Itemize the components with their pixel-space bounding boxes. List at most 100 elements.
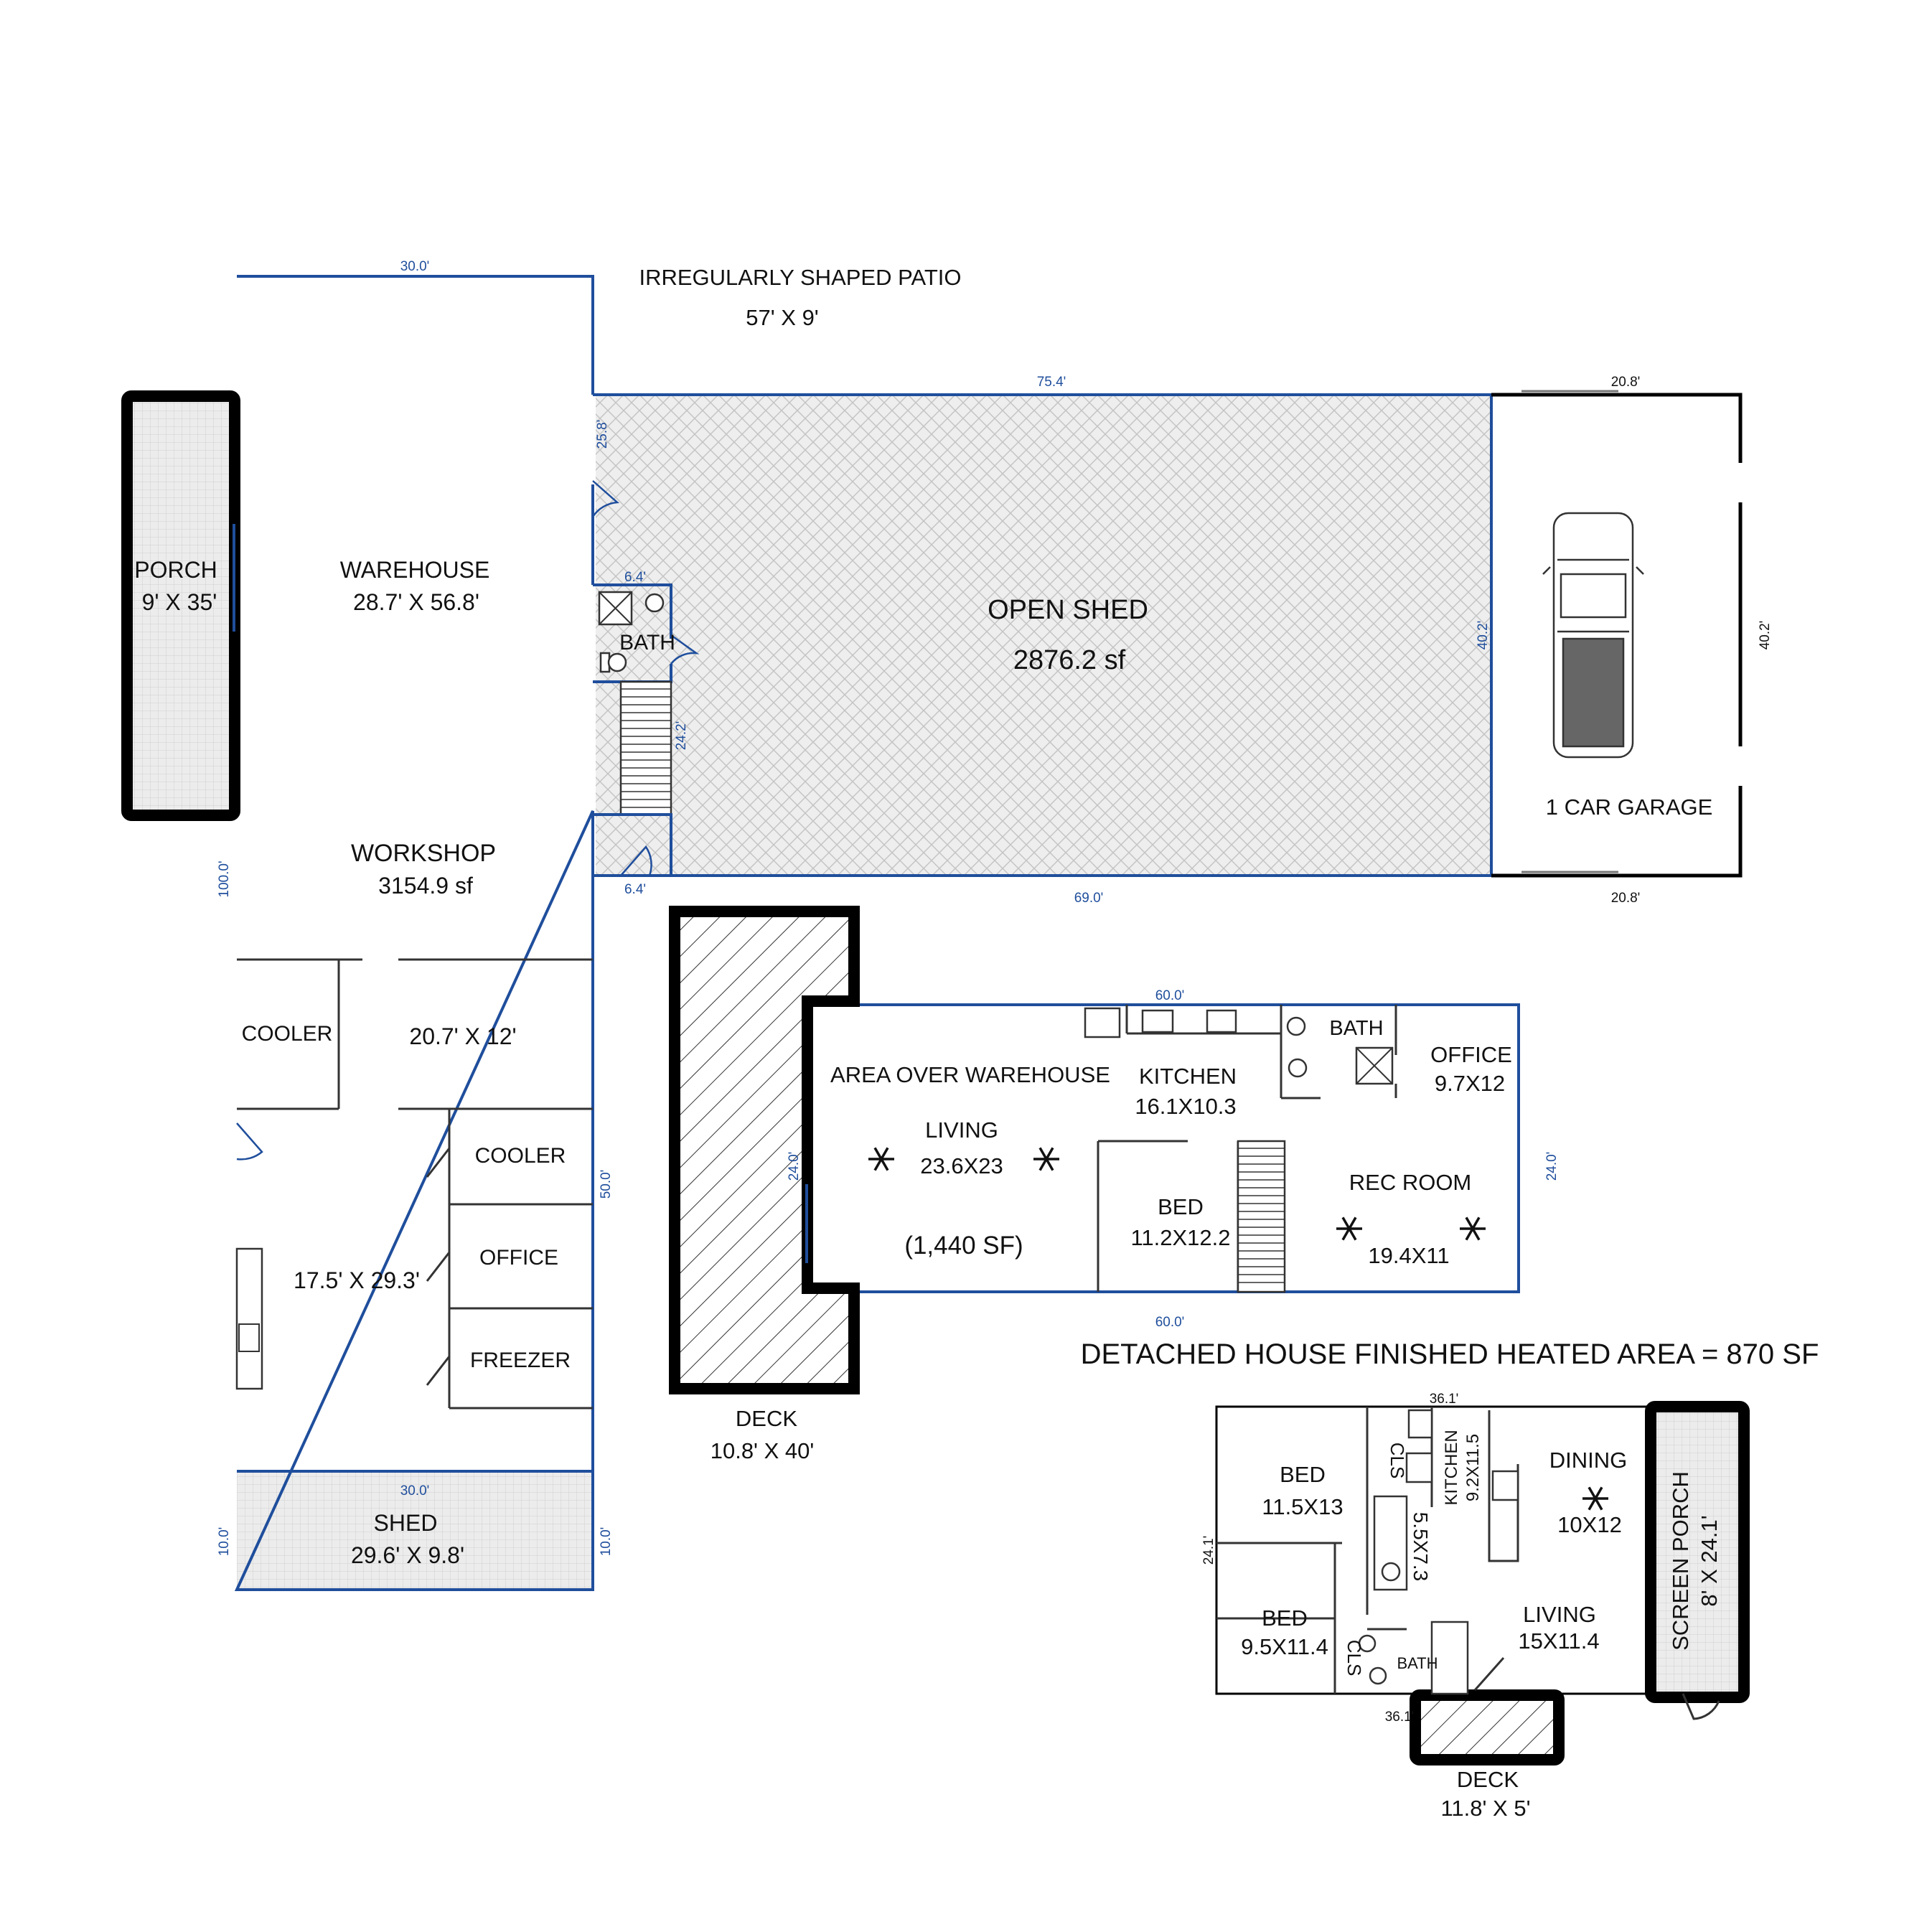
door-swing-5	[426, 1148, 451, 1386]
dim-402b: 40.2'	[1758, 621, 1773, 650]
dim-402a: 40.2'	[1476, 621, 1491, 650]
door-swing-2	[670, 634, 700, 665]
screen-porch-label: SCREEN PORCH	[1668, 1471, 1693, 1651]
upper-sink-icon	[1141, 1009, 1174, 1033]
house-deck-area	[1417, 1697, 1557, 1758]
closet-walls	[593, 813, 672, 877]
house-fridge	[1407, 1409, 1433, 1439]
upper-toilet	[1288, 1058, 1308, 1078]
door-swing-4	[236, 1122, 263, 1160]
upper-sink-round	[1286, 1016, 1306, 1036]
dim-60-top: 60.0'	[1155, 988, 1185, 1003]
house-bed2-size: 9.5X11.4	[1241, 1634, 1328, 1659]
toilet-bowl	[607, 652, 627, 672]
dim-69: 69.0'	[1074, 891, 1104, 906]
house-bed2-label: BED	[1262, 1605, 1308, 1631]
workshop-label: WORKSHOP	[351, 840, 496, 867]
upper-shower-drain	[1356, 1047, 1393, 1084]
truck-icon	[1542, 512, 1644, 759]
house-deck-label: DECK	[1457, 1767, 1519, 1792]
shed-label: SHED	[374, 1510, 438, 1536]
dim-50: 50.0'	[599, 1170, 614, 1199]
house-laundry-size: 5.5X7.3	[1410, 1512, 1432, 1582]
house-deck-frame	[1410, 1689, 1565, 1765]
cooler2-label: COOLER	[475, 1144, 566, 1168]
dim-241: 24.1'	[1201, 1536, 1216, 1565]
dim-20-top: 20.8'	[1611, 375, 1641, 390]
stair-box	[619, 680, 672, 816]
open-shed-area	[596, 395, 1491, 876]
porch-label: PORCH	[134, 557, 217, 583]
screen-porch-size: 8' X 24.1'	[1697, 1515, 1722, 1606]
house-kitchen-label: KITCHEN	[1442, 1430, 1461, 1505]
house-cls2-label: CLS	[1344, 1640, 1365, 1677]
dim-100: 100.0'	[217, 861, 232, 897]
upper-living-size: 23.6X23	[920, 1153, 1003, 1178]
interior-walls	[237, 958, 593, 1410]
dim-30-top: 30.0'	[400, 259, 430, 274]
stairs-upper	[1238, 1148, 1285, 1283]
door-swing-1	[591, 480, 620, 517]
house-dining-size: 10X12	[1557, 1512, 1622, 1537]
house-bath-label: BATH	[1397, 1654, 1438, 1672]
screen-porch-frame	[1645, 1401, 1750, 1703]
shed-area	[237, 1471, 593, 1590]
house-toilet	[1369, 1666, 1387, 1685]
patio-size: 57' X 9'	[746, 305, 818, 330]
fan-blade	[1588, 1486, 1603, 1511]
upper-living-label: LIVING	[925, 1117, 998, 1143]
range-icon	[1206, 1009, 1237, 1033]
upper-bed-size: 11.2X12.2	[1130, 1225, 1230, 1250]
door-swing-3	[620, 845, 652, 876]
house-living-label: LIVING	[1523, 1602, 1596, 1627]
house-range	[1405, 1452, 1433, 1483]
upper-deck-label: DECK	[736, 1406, 797, 1431]
dim-25: 25.8'	[595, 420, 610, 449]
room-17-size: 17.5' X 29.3'	[294, 1267, 420, 1293]
fan-blade	[873, 1147, 889, 1171]
dim-30-bot: 30.0'	[400, 1483, 430, 1499]
house-door-swing	[1473, 1657, 1720, 1720]
office-label: OFFICE	[479, 1246, 558, 1270]
bath-label: BATH	[619, 631, 675, 655]
house-living-size: 15X11.4	[1518, 1628, 1599, 1654]
upper-kitchen-size: 16.1X10.3	[1135, 1094, 1236, 1119]
fridge-icon	[1084, 1007, 1121, 1038]
tub-icon	[1430, 1621, 1469, 1695]
upper-area-label: AREA OVER WAREHOUSE	[830, 1062, 1110, 1087]
open-shed-area-label: 2876.2 sf	[1013, 645, 1126, 675]
cooler1-label: COOLER	[242, 1022, 333, 1046]
house-dining-label: DINING	[1549, 1448, 1628, 1473]
dim-10a: 10.0'	[217, 1527, 232, 1557]
fan-blade	[1038, 1147, 1054, 1171]
house-cls1-label: CLS	[1387, 1443, 1408, 1479]
upper-rec-size: 19.4X11	[1368, 1243, 1449, 1268]
house-sink	[1491, 1470, 1519, 1501]
washer-icon	[1381, 1562, 1401, 1582]
screen-porch-area	[1654, 1409, 1744, 1696]
dim-20-bot: 20.8'	[1611, 891, 1641, 906]
porch-size: 9' X 35'	[142, 589, 217, 615]
stairs-main	[621, 688, 671, 808]
dim-361-bot: 36.1'	[1385, 1710, 1415, 1725]
dim-361-top: 36.1'	[1430, 1392, 1459, 1407]
shower-drain	[599, 591, 632, 625]
deck-area	[675, 911, 854, 1389]
dim-64-top: 6.4'	[624, 570, 646, 585]
dim-60-bot: 60.0'	[1155, 1315, 1185, 1330]
warehouse-walls	[234, 275, 594, 1591]
upper-walls	[858, 1003, 1520, 1293]
shed-size: 29.6' X 9.8'	[351, 1542, 464, 1568]
sink-icon	[238, 1323, 260, 1352]
patio-label: IRREGULARLY SHAPED PATIO	[639, 265, 961, 290]
porch-area	[129, 398, 233, 813]
dim-24: 24.0'	[1544, 1152, 1560, 1181]
fan-blade	[1465, 1216, 1481, 1241]
upper-office-size: 9.7X12	[1435, 1071, 1505, 1096]
counter	[235, 1247, 263, 1390]
dim-10b: 10.0'	[599, 1527, 614, 1557]
house-sink-round	[1358, 1634, 1377, 1653]
dim-75: 75.4'	[1037, 375, 1066, 390]
upper-rec-label: REC ROOM	[1349, 1170, 1472, 1195]
